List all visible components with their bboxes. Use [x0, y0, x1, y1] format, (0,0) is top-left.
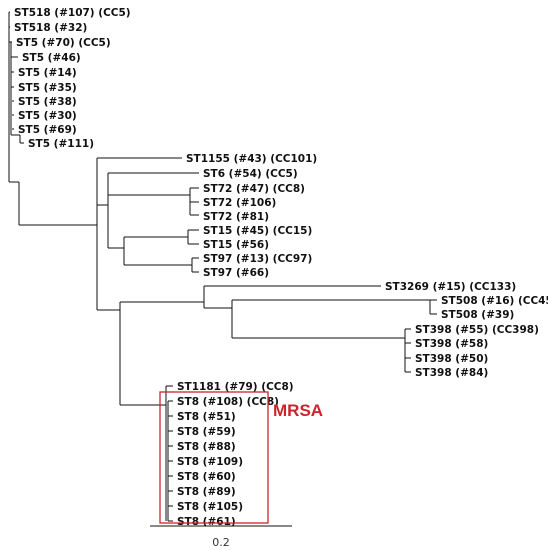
leaf-label: ST508 (#16) (CC45) — [441, 295, 548, 307]
leaf-label: ST8 (#89) — [177, 486, 236, 498]
leaf-label: ST5 (#38) — [18, 96, 77, 108]
leaf-label: ST97 (#66) — [203, 267, 269, 279]
leaf-label: ST5 (#30) — [18, 110, 77, 122]
leaf-label: ST97 (#13) (CC97) — [203, 253, 312, 265]
leaf-label: ST5 (#46) — [22, 52, 81, 64]
tree-branches — [8, 11, 437, 522]
leaf-label: ST8 (#51) — [177, 411, 236, 423]
leaf-label: ST8 (#105) — [177, 501, 243, 513]
leaf-label: ST5 (#111) — [28, 138, 94, 150]
leaf-label: ST518 (#32) — [14, 22, 87, 34]
leaf-label: ST5 (#69) — [18, 124, 77, 136]
leaf-label: ST398 (#55) (CC398) — [415, 324, 539, 336]
leaf-label: ST5 (#14) — [18, 67, 77, 79]
leaf-label: ST8 (#108) (CC8) — [177, 396, 279, 408]
leaf-label: ST518 (#107) (CC5) — [14, 7, 131, 19]
leaf-label: ST72 (#81) — [203, 211, 269, 223]
leaf-label: ST8 (#59) — [177, 426, 236, 438]
mrsa-highlight-box — [159, 391, 269, 524]
leaf-label: ST8 (#61) — [177, 516, 236, 528]
leaf-label: ST72 (#106) — [203, 197, 276, 209]
leaf-label: ST15 (#45) (CC15) — [203, 225, 312, 237]
leaf-labels: ST518 (#107) (CC5) ST518 (#32) ST5 (#70) (… — [14, 7, 548, 528]
leaf-label: ST3269 (#15) (CC133) — [385, 281, 516, 293]
leaf-label: ST398 (#58) — [415, 338, 488, 350]
leaf-label: ST72 (#47) (CC8) — [203, 183, 305, 195]
scale-bar-label: 0.2 — [212, 536, 230, 549]
leaf-label: ST1155 (#43) (CC101) — [186, 153, 317, 165]
leaf-label: ST15 (#56) — [203, 239, 269, 251]
leaf-label: ST5 (#70) (CC5) — [16, 37, 111, 49]
leaf-label: ST398 (#84) — [415, 367, 488, 379]
leaf-label: ST1181 (#79) (CC8) — [177, 381, 294, 393]
leaf-label: ST398 (#50) — [415, 353, 488, 365]
leaf-label: ST8 (#88) — [177, 441, 236, 453]
mrsa-label: MRSA — [273, 401, 323, 420]
leaf-label: ST508 (#39) — [441, 309, 514, 321]
leaf-label: ST5 (#35) — [18, 82, 77, 94]
leaf-label: ST6 (#54) (CC5) — [203, 168, 298, 180]
leaf-label: ST8 (#60) — [177, 471, 236, 483]
leaf-label: ST8 (#109) — [177, 456, 243, 468]
